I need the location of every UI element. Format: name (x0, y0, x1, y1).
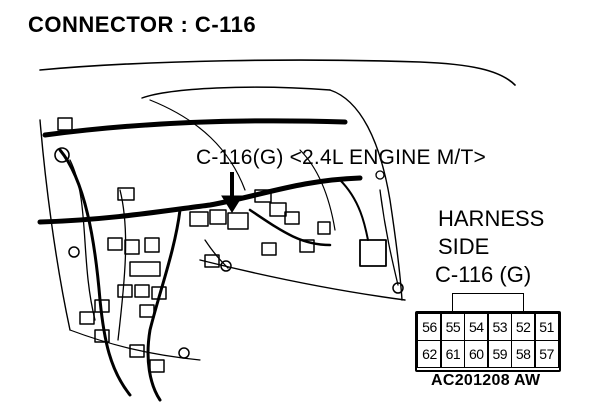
harness-main-middle (37, 175, 363, 225)
pin-58: 58 (510, 339, 536, 368)
pin-57: 57 (534, 339, 560, 368)
connector-block (151, 286, 167, 300)
connector-block (94, 299, 110, 313)
pin-59: 59 (487, 339, 513, 368)
dash-inner-arc (149, 99, 246, 191)
connector-block (209, 209, 227, 225)
dash-contour-left (39, 119, 71, 331)
pin-62: 62 (417, 339, 442, 368)
connector-block (107, 237, 123, 251)
pin-56: 56 (417, 313, 442, 341)
ground-eyelet (375, 170, 385, 180)
dash-inner-arc-2 (299, 149, 336, 231)
connector-block (139, 304, 155, 318)
connector-block (261, 242, 277, 256)
connector-block (299, 239, 315, 253)
dash-contour-top (39, 59, 516, 86)
figure-code: AC201208 AW (431, 372, 541, 389)
pin-52: 52 (510, 313, 536, 341)
ground-eyelet (178, 347, 190, 359)
connector-block (317, 221, 331, 235)
wire-thin-4 (379, 189, 399, 286)
harness-branch-left (58, 148, 132, 397)
pin-53: 53 (487, 313, 513, 341)
connector-block (149, 359, 165, 373)
connector-block (189, 211, 209, 227)
ground-eyelet (68, 246, 80, 258)
wire-thin-2 (117, 189, 127, 341)
pin-60: 60 (463, 339, 489, 368)
connector-block (134, 284, 150, 298)
harness-branch-right (248, 208, 332, 247)
dash-contour-lower (199, 259, 406, 301)
pin-61: 61 (440, 339, 466, 368)
harness-branch-center (146, 208, 182, 402)
harness-label-line1: HARNESS (438, 206, 545, 231)
pin-row-bottom: 62 61 60 59 58 57 (417, 339, 560, 369)
connector-block (269, 202, 287, 217)
connector-face-outline (415, 311, 561, 372)
harness-label-line2: SIDE (438, 234, 490, 259)
connector-block (129, 344, 145, 358)
connector-block (284, 211, 300, 225)
pin-51: 51 (534, 313, 560, 341)
dash-contour-right (329, 89, 403, 301)
diagram-title: CONNECTOR : C-116 (28, 12, 257, 37)
connector-block (204, 254, 220, 268)
wire-thin-1 (69, 159, 96, 321)
connector-block (227, 212, 249, 230)
harness-label-line3: C-116 (G) (435, 262, 532, 287)
callout-arrow (221, 172, 243, 213)
wire-thin-3 (204, 239, 229, 269)
harness-side-label: HARNESS SIDE C-116 (G) (435, 205, 545, 289)
connector-block (359, 239, 387, 267)
harness-main-upper (42, 118, 348, 138)
harness-branch-far (339, 179, 369, 241)
connector-pin-grid: 56 55 54 53 52 51 62 61 60 59 58 57 (417, 313, 560, 369)
pin-row-top: 56 55 54 53 52 51 (417, 313, 560, 341)
connector-block (79, 311, 95, 325)
ground-eyelet (392, 282, 404, 294)
connector-block (124, 239, 140, 255)
connector-lock-tab (452, 293, 524, 314)
connector-block (94, 329, 110, 343)
connector-block (129, 261, 161, 277)
ground-eyelet (220, 260, 232, 272)
connector-block (254, 189, 272, 203)
grommet (54, 147, 70, 163)
connector-block (57, 117, 73, 131)
pin-54: 54 (463, 313, 489, 341)
connector-block (117, 284, 133, 298)
dash-contour-curve (141, 86, 331, 99)
connector-block (117, 187, 135, 201)
connector-block (144, 237, 160, 253)
connector-callout-label: C-116(G) <2.4L ENGINE M/T> (196, 146, 486, 169)
pin-55: 55 (440, 313, 466, 341)
